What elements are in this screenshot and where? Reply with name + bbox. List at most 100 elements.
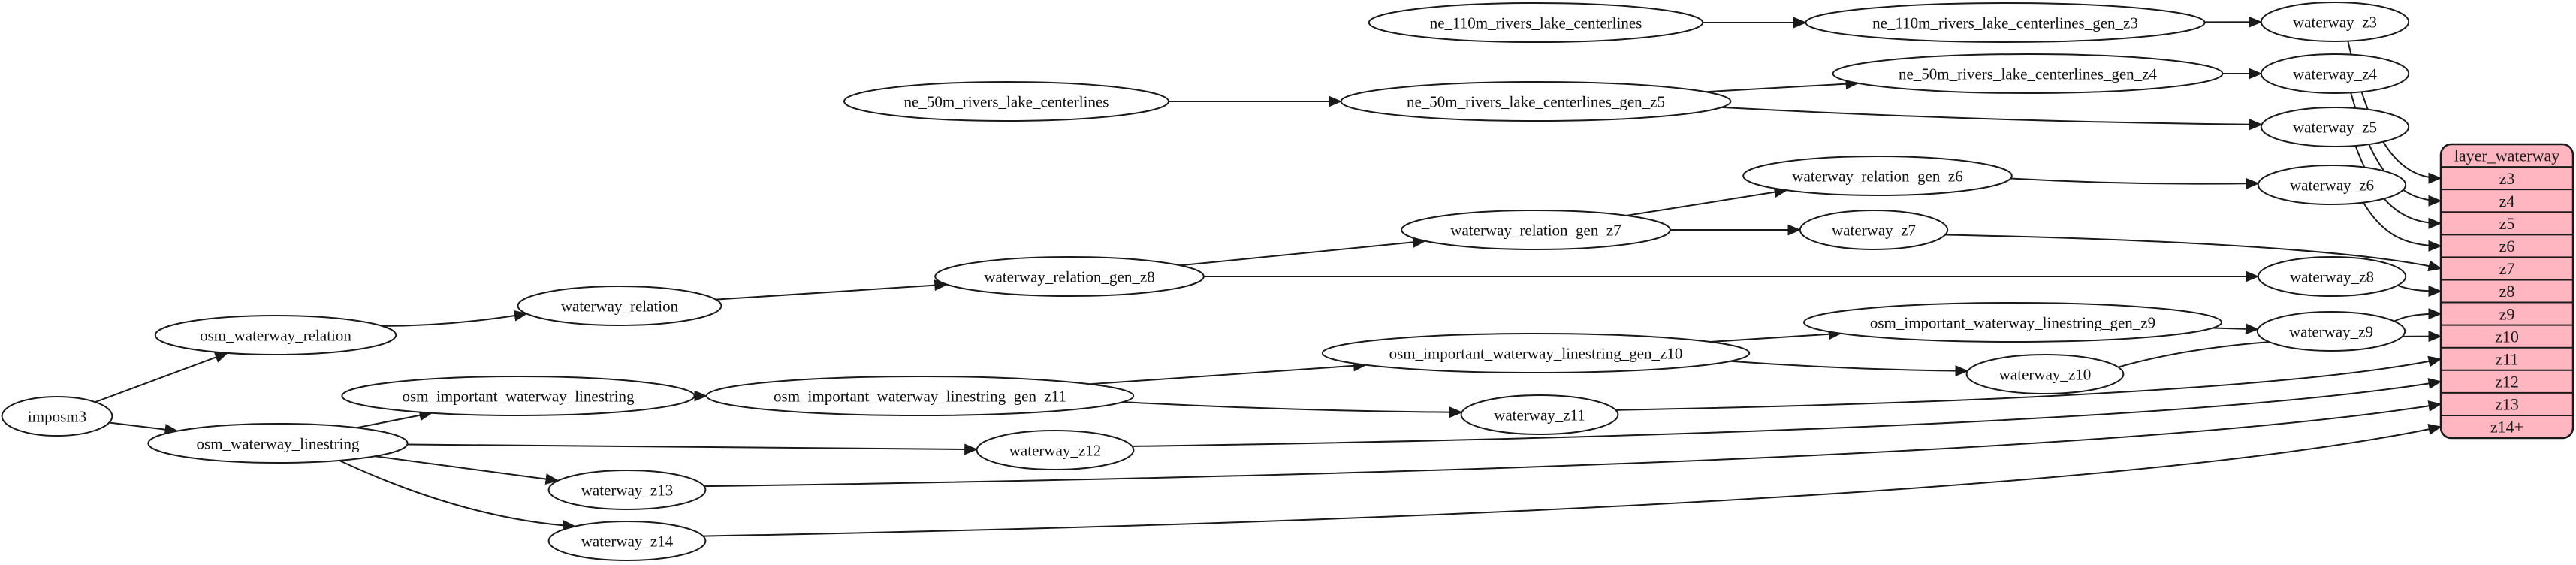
edge-osm_waterway_linestring-to-osm_important_waterway_linestring [356,409,433,429]
node-ellipse-ne_50m_rivers_lake_centerlines [843,81,1169,122]
edge-waterway_z13-to-layer_waterway-z13 [704,400,2442,488]
node-ellipse-waterway_relation [517,286,722,326]
node-waterway_z7: waterway_z7 [1799,210,1949,250]
node-osm_important_waterway_linestring_gen_z11: osm_important_waterway_linestring_gen_z1… [705,376,1135,416]
node-ellipse-imposm3 [1,396,113,437]
node-ellipse-waterway_relation_gen_z6 [1742,156,2013,196]
node-ellipse-waterway_z6 [2257,165,2407,205]
edge-waterway_relation_gen_z8-to-waterway_relation_gen_z7 [1180,236,1427,267]
node-label-ne_110m_rivers_lake_centerlines: ne_110m_rivers_lake_centerlines [1430,14,1642,32]
node-label-waterway_z5: waterway_z5 [2293,118,2377,136]
table-row-z11: z11 [2496,349,2519,368]
edge-waterway_z8-to-layer_waterway-z8 [2397,284,2442,298]
node-osm_waterway_relation: osm_waterway_relation [154,315,397,355]
node-label-ne_50m_rivers_lake_centerlines_gen_z4: ne_50m_rivers_lake_centerlines_gen_z4 [1899,65,2158,83]
table-row-z14+: z14+ [2490,418,2523,437]
node-osm_important_waterway_linestring_gen_z9: osm_important_waterway_linestring_gen_z9 [1803,302,2222,343]
node-waterway_relation: waterway_relation [517,286,722,326]
node-waterway_z12: waterway_z12 [976,430,1135,470]
node-waterway_z14: waterway_z14 [547,521,707,561]
node-label-osm_waterway_relation: osm_waterway_relation [200,326,351,344]
node-waterway_relation_gen_z6: waterway_relation_gen_z6 [1742,156,2013,196]
edge-layer [95,16,2442,537]
node-ellipse-osm_important_waterway_linestring_gen_z9 [1803,302,2222,343]
node-label-ne_50m_rivers_lake_centerlines_gen_z5: ne_50m_rivers_lake_centerlines_gen_z5 [1407,92,1665,110]
node-ellipse-waterway_z9 [2256,311,2406,352]
node-label-ne_50m_rivers_lake_centerlines: ne_50m_rivers_lake_centerlines [904,92,1109,110]
node-label-waterway_relation_gen_z7: waterway_relation_gen_z7 [1450,221,1621,239]
edge-waterway_z6-to-layer_waterway-z6 [2363,202,2442,252]
table-row-z3: z3 [2499,169,2515,188]
table-row-z12: z12 [2495,373,2519,391]
node-label-waterway_relation: waterway_relation [561,297,679,315]
edge-osm_important_waterway_linestring_gen_z9-to-waterway_z9 [2213,323,2259,335]
edge-ne_50m_rivers_lake_centerlines_gen_z5-to-waterway_z5 [1721,106,2264,131]
node-ellipse-waterway_z5 [2260,107,2410,147]
node-label-waterway_relation_gen_z8: waterway_relation_gen_z8 [984,267,1154,286]
node-label-osm_important_waterway_linestring: osm_important_waterway_linestring [402,387,635,405]
layer-waterway-table: layer_waterwayz3z4z5z6z7z8z9z10z11z12z13… [2439,143,2574,440]
table-row-z10: z10 [2495,327,2519,346]
table-row-z4: z4 [2499,192,2515,210]
edge-osm_important_waterway_linestring_gen_z11-to-waterway_z11 [1122,401,1463,418]
node-label-waterway_z7: waterway_z7 [1832,221,1916,239]
node-label-ne_110m_rivers_lake_centerlines_gen_z3: ne_110m_rivers_lake_centerlines_gen_z3 [1872,14,2138,32]
table-row-z9: z9 [2499,304,2515,323]
node-ellipse-ne_110m_rivers_lake_centerlines_gen_z3 [1805,2,2206,43]
node-label-imposm3: imposm3 [28,407,86,425]
node-ellipse-waterway_z12 [976,430,1135,470]
node-label-waterway_z12: waterway_z12 [1009,441,1101,459]
node-label-waterway_relation_gen_z6: waterway_relation_gen_z6 [1792,167,1962,185]
node-waterway_z8: waterway_z8 [2257,256,2407,297]
layer-waterway-table-title: layer_waterway [2454,147,2559,165]
node-label-waterway_z11: waterway_z11 [1494,406,1585,424]
edge-imposm3-to-osm_waterway_linestring [109,421,179,436]
edge-waterway_z11-to-layer_waterway-z11 [1615,355,2442,411]
node-ellipse-waterway_z14 [547,521,707,561]
node-ne_50m_rivers_lake_centerlines_gen_z4: ne_50m_rivers_lake_centerlines_gen_z4 [1832,53,2224,94]
node-label-waterway_z3: waterway_z3 [2293,13,2377,31]
node-ellipse-waterway_relation_gen_z7 [1401,210,1671,250]
node-ellipse-osm_important_waterway_linestring [341,376,695,416]
node-ne_110m_rivers_lake_centerlines: ne_110m_rivers_lake_centerlines [1368,2,1704,43]
edge-osm_important_waterway_linestring_gen_z10-to-waterway_z10 [1730,360,1969,377]
node-ellipse-waterway_z4 [2260,53,2410,94]
node-ellipse-waterway_z8 [2257,256,2407,297]
node-ne_50m_rivers_lake_centerlines_gen_z5: ne_50m_rivers_lake_centerlines_gen_z5 [1340,81,1732,122]
node-waterway_relation_gen_z7: waterway_relation_gen_z7 [1401,210,1671,250]
edge-waterway_z7-to-layer_waterway-z7 [1945,234,2442,272]
node-ellipse-waterway_z10 [1965,354,2125,394]
edge-waterway_z12-to-layer_waterway-z12 [1132,378,2442,447]
edge-ne_50m_rivers_lake_centerlines_gen_z5-to-ne_50m_rivers_lake_centerlines_gen_z4 [1705,78,1860,93]
edge-osm_waterway_linestring-to-waterway_z13 [375,455,560,485]
node-osm_waterway_linestring: osm_waterway_linestring [147,423,409,464]
node-waterway_z10: waterway_z10 [1965,354,2125,394]
edge-waterway_z9-to-layer_waterway-z9 [2394,308,2442,322]
table-row-z7: z7 [2499,259,2515,278]
node-ellipse-waterway_z13 [547,470,707,510]
node-waterway_z9: waterway_z9 [2256,311,2406,352]
node-waterway_z4: waterway_z4 [2260,53,2410,94]
edge-osm_waterway_linestring-to-waterway_z12 [407,443,979,455]
node-ne_50m_rivers_lake_centerlines: ne_50m_rivers_lake_centerlines [843,81,1169,122]
edge-osm_important_waterway_linestring_gen_z10-to-osm_important_waterway_linestring_gen_z9 [1710,328,1842,343]
table-row-z6: z6 [2499,237,2515,255]
table-row-z13: z13 [2495,395,2519,414]
node-label-osm_important_waterway_linestring_gen_z10: osm_important_waterway_linestring_gen_z1… [1389,344,1683,362]
node-ellipse-ne_50m_rivers_lake_centerlines_gen_z5 [1340,81,1732,122]
node-waterway_z6: waterway_z6 [2257,165,2407,205]
node-waterway_relation_gen_z8: waterway_relation_gen_z8 [934,256,1205,297]
node-imposm3: imposm3 [1,396,113,437]
node-label-osm_important_waterway_linestring_gen_z11: osm_important_waterway_linestring_gen_z1… [774,387,1066,405]
node-ellipse-waterway_relation_gen_z8 [934,256,1205,297]
node-ne_110m_rivers_lake_centerlines_gen_z3: ne_110m_rivers_lake_centerlines_gen_z3 [1805,2,2206,43]
node-osm_important_waterway_linestring_gen_z10: osm_important_waterway_linestring_gen_z1… [1321,333,1751,373]
node-label-waterway_z6: waterway_z6 [2290,176,2374,194]
edge-imposm3-to-osm_waterway_relation [95,352,229,403]
edge-osm_important_waterway_linestring_gen_z11-to-osm_important_waterway_linestring_gen_z10 [1090,360,1368,385]
node-ellipse-osm_waterway_relation [154,315,397,355]
node-label-waterway_z14: waterway_z14 [581,532,674,550]
node-waterway_z3: waterway_z3 [2260,2,2410,42]
